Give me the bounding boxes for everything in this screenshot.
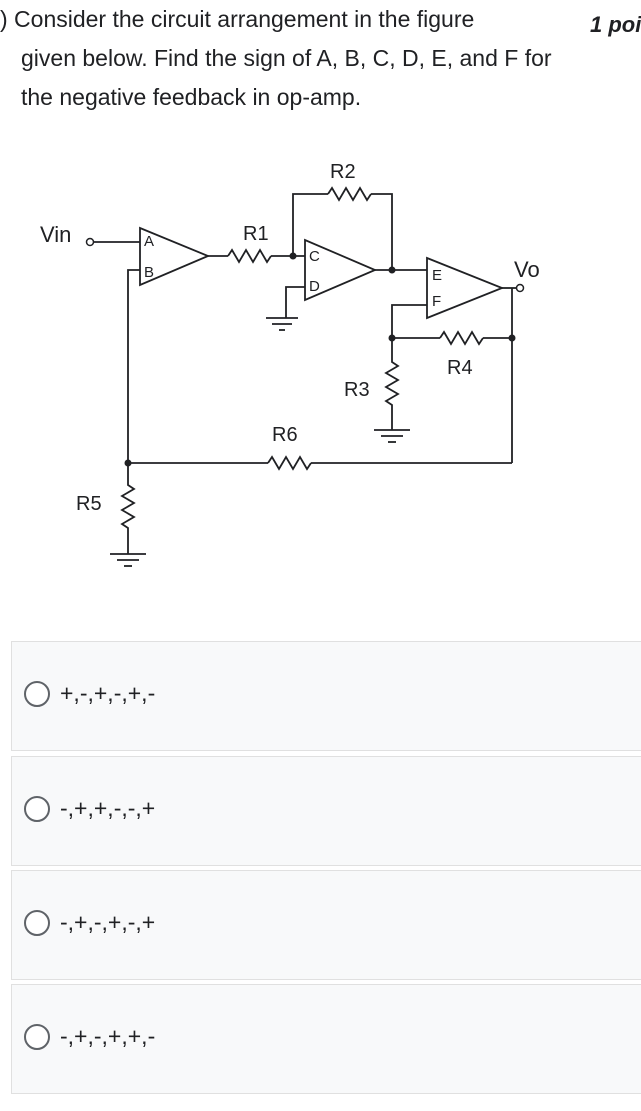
opamp2-d-label: D <box>309 278 320 295</box>
r1-label: R1 <box>243 223 269 245</box>
opamp3-e-label: E <box>432 267 442 284</box>
resistor-r3 <box>384 338 400 430</box>
radio-button[interactable] <box>24 1024 50 1050</box>
r5-label: R5 <box>76 493 102 515</box>
question-line: ) Consider the circuit arrangement in th… <box>0 6 475 32</box>
vin-label: Vin <box>40 222 71 247</box>
question-text: ) Consider the circuit arrangement in th… <box>0 0 600 117</box>
opamp1-a-label: A <box>144 233 154 250</box>
r4-label: R4 <box>447 357 473 379</box>
wire <box>391 304 427 338</box>
answer-option[interactable]: -,+,-,+,-,+ <box>11 870 641 980</box>
opamp1-b-label: B <box>144 264 154 281</box>
junction-dot <box>388 266 396 274</box>
wire <box>371 193 393 270</box>
circuit-diagram: Vin A B R1 R2 C D E F Vo R4 R3 R6 <box>40 161 540 567</box>
radio-button[interactable] <box>24 681 50 707</box>
vo-label: Vo <box>514 257 540 282</box>
opamp3-f-label: F <box>432 293 441 310</box>
answer-option[interactable]: -,+,+,-,-,+ <box>11 756 641 866</box>
option-label: -,+,+,-,-,+ <box>60 795 156 821</box>
wire <box>285 286 305 318</box>
option-label: -,+,-,+,-,+ <box>60 909 156 935</box>
r2-label: R2 <box>330 161 356 183</box>
radio-button[interactable] <box>24 910 50 936</box>
resistor-r5 <box>120 463 136 554</box>
wire <box>292 193 328 256</box>
question-line: the negative feedback in op-amp. <box>21 84 362 110</box>
wire <box>483 337 513 463</box>
resistor-r2 <box>327 186 372 202</box>
answer-option[interactable]: -,+,-,+,+,- <box>11 984 641 1094</box>
resistor-r6 <box>267 455 312 471</box>
r3-label: R3 <box>344 379 370 401</box>
answer-option[interactable]: +,-,+,-,+,- <box>11 641 641 751</box>
question-line: given below. Find the sign of A, B, C, D… <box>21 45 552 71</box>
wire <box>127 269 140 462</box>
radio-button[interactable] <box>24 796 50 822</box>
r6-label: R6 <box>272 424 298 446</box>
resistor-r1 <box>227 248 272 264</box>
opamp-3 <box>426 256 505 320</box>
vo-terminal <box>515 283 525 293</box>
points-label: 1 poi <box>590 12 641 37</box>
opamp-2 <box>304 238 378 302</box>
vin-terminal <box>85 237 95 247</box>
opamp2-c-label: C <box>309 248 320 265</box>
opamp-1 <box>139 226 211 287</box>
option-label: +,-,+,-,+,- <box>60 680 156 706</box>
resistor-r4 <box>439 330 484 346</box>
option-label: -,+,-,+,+,- <box>60 1023 156 1049</box>
